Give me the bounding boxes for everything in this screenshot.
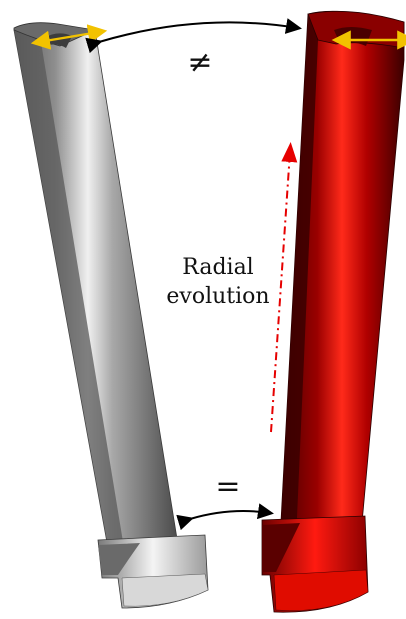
red-blade-root-front: [274, 570, 368, 611]
radial-evolution-arrow: [271, 152, 290, 432]
radial-label-line2: evolution: [166, 284, 269, 309]
radial-label-line1: Radial: [182, 255, 253, 280]
bottom-comparison-arrow: [190, 511, 270, 519]
grey-blade: [14, 23, 208, 608]
top-comparison-arrow: [99, 22, 298, 42]
equal-symbol: =: [215, 469, 240, 504]
grey-blade-root-front: [122, 574, 208, 606]
red-blade: [262, 11, 404, 612]
not-equal-symbol: ≠: [187, 45, 212, 80]
